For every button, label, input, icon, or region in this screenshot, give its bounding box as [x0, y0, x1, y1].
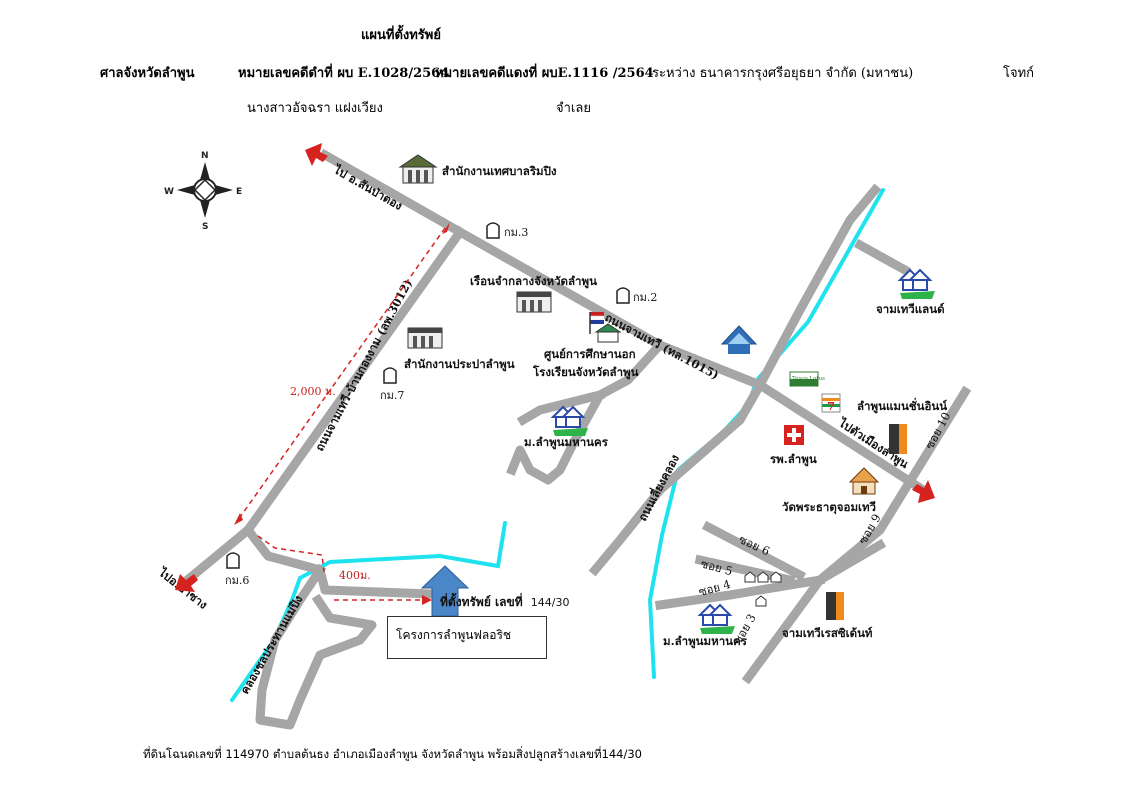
- defendant-name: นางสาวอัจฉรา แฝงเวียง: [247, 101, 383, 116]
- municipal-office-icon: [398, 154, 438, 184]
- chamthewi-estate-label: จามเทวีแลนด์: [876, 302, 945, 316]
- estate-icon: [897, 268, 935, 299]
- lotus-label: Tesco Lotus: [792, 376, 825, 382]
- soi-10-label: ซอย 10: [922, 410, 953, 452]
- seven-eleven-icon: [821, 393, 841, 413]
- property-location-marker-icon: [420, 565, 470, 617]
- prison-icon: [516, 291, 552, 313]
- soi-5-label: ซอย 5: [699, 556, 734, 578]
- mansion-building-icon: [889, 424, 907, 454]
- school-label-line1: ศูนย์การศึกษานอก: [544, 347, 636, 362]
- hospital-label: รพ.ลำพูน: [770, 452, 817, 467]
- village-icon: [697, 603, 735, 634]
- land-deed-description: ที่ดินโฉนดเลขที่ 114970 ตำบลต้นธง อำเภอเ…: [143, 747, 642, 761]
- page-title: แผนที่ตั้งทรัพย์: [361, 28, 441, 43]
- seven-eleven-label: 7: [827, 399, 835, 413]
- property-label: ที่ตั้งทรัพย์ เลขที่ 144/30: [440, 592, 570, 609]
- school-label-line2: โรงเรียนจังหวัดลำพูน: [532, 364, 639, 380]
- km-post-icon: [383, 367, 397, 384]
- compass-icon: [177, 162, 233, 218]
- road-label-chamthewi-kaew: ถนนจามเทวี-บ้านกองงาม (ลพ.3012): [312, 277, 415, 454]
- village-2-label: ม.ลำพูนมหานคร: [663, 634, 748, 649]
- compass-west-label: W: [164, 187, 174, 197]
- km-post-icon: [226, 552, 240, 569]
- mansion-label: ลำพูนแมนชั่นอินน์: [857, 397, 947, 414]
- distance-arrow-head-icon: [234, 513, 243, 525]
- waterworks-icon: [407, 327, 443, 349]
- project-name: โครงการลำพูนฟลอริช: [396, 628, 512, 642]
- defendant-label: จำเลย: [556, 101, 591, 116]
- km-3-label: กม.3: [504, 226, 528, 239]
- residence-building-icon: [826, 592, 844, 620]
- distance-arrow-head-icon: [442, 222, 450, 234]
- arrow-to-city-icon: [912, 480, 935, 503]
- property-number: 144/30: [531, 596, 570, 609]
- property-label-text: ที่ตั้งทรัพย์ เลขที่: [440, 592, 523, 609]
- distance-2000-label: 2,000 ม.: [290, 385, 336, 398]
- court-name: ศาลจังหวัดลำพูน: [100, 66, 195, 81]
- road-label-to-sanpatong: ไป อ.สันป่าตอง: [330, 161, 405, 213]
- waterworks-label: สำนักงานประปาลำพูน: [404, 357, 515, 372]
- road-label-canal: คลองชลประทานแม่ปิง: [237, 593, 305, 697]
- distance-400-label: 400ม.: [339, 569, 371, 582]
- pavilion-icon: [720, 325, 758, 354]
- project-name-box: โครงการลำพูนฟลอริช: [387, 616, 547, 659]
- house-icons: [744, 571, 782, 607]
- school-label: ศูนย์การศึกษานอก โรงเรียนจังหวัดลำพูน: [532, 347, 640, 380]
- municipal-office-label: สำนักงานเทศบาลริมปิง: [442, 164, 557, 178]
- village-1-label: ม.ลำพูนมหานคร: [524, 435, 609, 450]
- plaintiff-name: ระหว่าง ธนาคารกรุงศรีอยุธยา จำกัด (มหาชน…: [652, 66, 914, 81]
- black-case-number: หมายเลขคดีดำที่ ผบ E.1028/2564: [238, 66, 450, 81]
- arrow-to-sanpatong-icon: [305, 143, 328, 166]
- km-2-label: กม.2: [633, 291, 657, 304]
- prison-label: เรือนจำกลางจังหวัดลำพูน: [470, 274, 597, 289]
- km-6-label: กม.6: [225, 574, 249, 587]
- residence-label: จามเทวีเรสซิเด้นท์: [782, 626, 873, 640]
- compass-south-label: S: [202, 222, 208, 232]
- lotus-icon: [789, 371, 819, 387]
- plaintiff-label: โจทก์: [1003, 66, 1035, 81]
- km-post-icon: [616, 287, 630, 304]
- km-post-icon: [486, 222, 500, 239]
- temple-label: วัดพระธาตุจอมเทวี: [782, 500, 876, 515]
- distance-markers: [237, 227, 446, 601]
- red-case-number: หมายเลขคดีแดงที่ ผบE.1116 /2564: [435, 66, 654, 81]
- compass-north-label: N: [201, 151, 209, 161]
- arrow-to-pasang-icon: [175, 574, 198, 592]
- village-icon: [550, 405, 588, 436]
- road-network: [178, 148, 972, 730]
- hospital-icon: [784, 425, 804, 445]
- compass-east-label: E: [236, 187, 242, 197]
- km-marker-icons: [226, 222, 630, 569]
- distance-arrow-head-icon: [422, 595, 432, 605]
- direction-arrows: [175, 143, 935, 592]
- school-icon: [589, 312, 622, 343]
- temple-icon: [848, 467, 880, 495]
- km-7-label: กม.7: [380, 389, 404, 402]
